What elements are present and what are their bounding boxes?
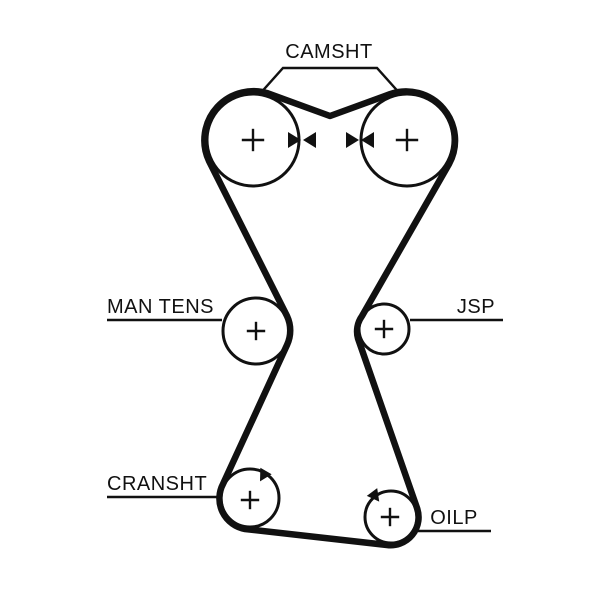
arrow-left-icon [303, 132, 316, 148]
camshaft-timing-marks-icon [288, 132, 374, 148]
jsp-label: JSP [457, 296, 495, 318]
crankshaft-alignment-arrow-icon [260, 467, 272, 482]
man-tens-label: MAN TENS [107, 296, 214, 318]
manual-tensioner-center-cross-icon [246, 321, 266, 341]
crankshaft-label: CRANSHT [107, 473, 207, 495]
camshaft-left-center-cross-icon [241, 128, 265, 152]
crankshaft-center-cross-icon [240, 490, 260, 510]
arrow-right-icon [346, 132, 359, 148]
oil-pump-label: OILP [430, 507, 478, 529]
timing-belt-path [201, 87, 459, 549]
arrow-left-icon [361, 132, 374, 148]
camshaft-label-bracket [248, 66, 412, 107]
jsp-center-cross-icon [374, 319, 394, 339]
camshaft-right-center-cross-icon [395, 128, 419, 152]
arrow-right-icon [288, 132, 301, 148]
camshaft-label: CAMSHT [285, 41, 372, 63]
oil-pump-alignment-arrow-icon [366, 488, 380, 502]
oil-pump-center-cross-icon [380, 507, 400, 527]
